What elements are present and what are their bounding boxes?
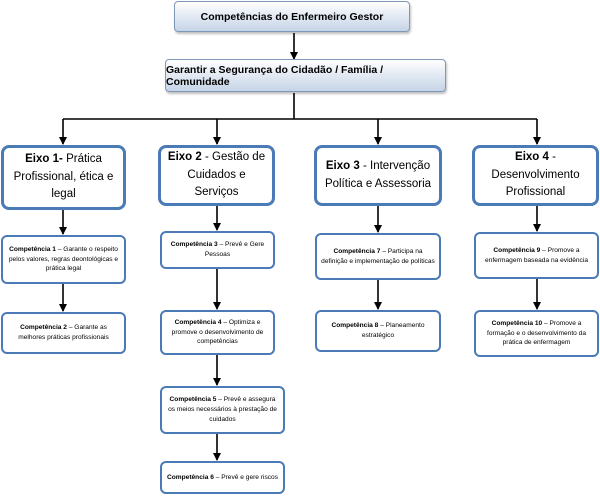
competency-3-text: – Prevê e Gere Pessoas	[204, 241, 265, 258]
competency-9-text: – Promove a enfermagem baseada na evidên…	[484, 246, 588, 264]
axis-3-name: - Intervenção Política e Assessoria	[324, 159, 432, 190]
competency-10-text: – Promove a formação e o desenvolvimento…	[487, 319, 586, 347]
diagram-title-text: Competências do Enfermeiro Gestor	[200, 10, 384, 23]
competency-10-label: Competência 10	[491, 319, 543, 327]
competency-6-label: Competência 6	[166, 473, 214, 481]
axis-2-box: Eixo 2 - Gestão de Cuidados e Serviços	[158, 145, 275, 206]
axis-4-name: - Desenvolvimento Profissional	[491, 150, 580, 199]
competency-2-text: – Garante as melhores práticas profissio…	[18, 324, 109, 341]
competency-2-label: Competência 2	[20, 324, 67, 332]
competency-7-label: Competência 7	[333, 247, 381, 255]
axis-2-label: Eixo 2	[167, 150, 202, 163]
competency-9-label: Competência 9	[493, 246, 541, 254]
competency-9-box: Competência 9 – Promove a enfermagem bas…	[474, 232, 599, 279]
competency-3-label: Competência 3	[170, 241, 218, 249]
competency-10-box: Competência 10 – Promove a formação e o …	[474, 310, 599, 357]
competency-4-label: Competência 4	[174, 318, 222, 326]
competency-1-text: – Garante o respeito pelos valores, regr…	[8, 245, 119, 273]
competency-3-box: Competência 3 – Prevê e Gere Pessoas	[160, 231, 275, 269]
competency-7-text: – Participa na definição e implementação…	[321, 247, 435, 265]
competency-5-box: Competência 5 – Prevê e assegura os meio…	[160, 386, 285, 434]
axis-4-box: Eixo 4 - Desenvolvimento Profissional	[472, 145, 599, 206]
axis-1-box: Eixo 1- Prática Profissional, ética e le…	[1, 145, 126, 210]
competency-1-box: Competência 1 – Garante o respeito pelos…	[1, 235, 126, 284]
competency-8-box: Competência 8 – Planeamento estratégico	[315, 310, 441, 352]
competency-8-label: Competência 8	[331, 322, 379, 330]
competency-6-text: – Prevê e gere riscos	[215, 473, 279, 481]
competency-5-text: – Prevê e assegura os meios necessários …	[168, 396, 277, 423]
axis-4-label: Eixo 4	[515, 150, 549, 163]
axis-1-label: Eixo 1-	[25, 152, 63, 165]
diagram-subtitle: Garantir a Segurança do Cidadão / Famíli…	[165, 59, 446, 92]
competency-4-text: – Optimiza e promove o desenvolvimento d…	[171, 318, 264, 346]
competency-5-label: Competência 5	[169, 396, 217, 404]
axis-1-name: Prática Profissional, ética e legal	[13, 152, 114, 201]
competency-1-label: Competência 1	[9, 245, 56, 253]
axis-3-label: Eixo 3	[325, 159, 360, 172]
competency-8-text: – Planeamento estratégico	[361, 322, 425, 339]
axis-3-box: Eixo 3 - Intervenção Política e Assessor…	[314, 145, 442, 206]
competency-4-box: Competência 4 – Optimiza e promove o des…	[160, 310, 275, 355]
competency-2-box: Competência 2 – Garante as melhores prát…	[1, 312, 126, 354]
competency-6-box: Competência 6 – Prevê e gere riscos	[160, 461, 285, 494]
competency-7-box: Competência 7 – Participa na definição e…	[315, 233, 441, 280]
diagram-title: Competências do Enfermeiro Gestor	[174, 1, 410, 32]
diagram-subtitle-text: Garantir a Segurança do Cidadão / Famíli…	[166, 63, 384, 88]
axis-2-name: - Gestão de Cuidados e Serviços	[187, 150, 266, 199]
